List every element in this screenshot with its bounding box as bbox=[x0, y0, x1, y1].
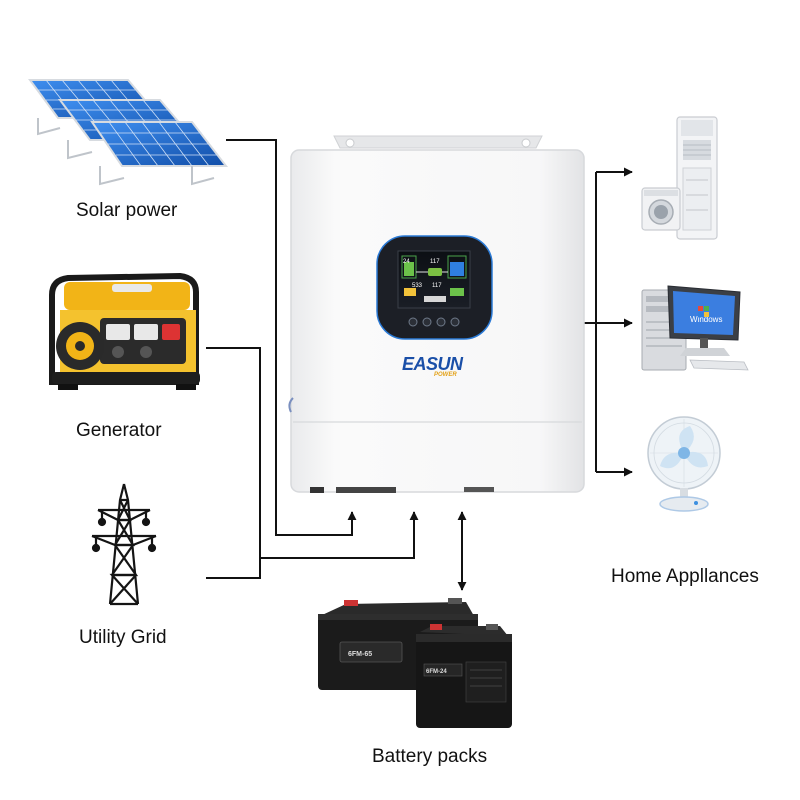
solar-panels-icon bbox=[28, 79, 229, 186]
connection-lines bbox=[206, 139, 633, 591]
grid-connection bbox=[206, 558, 261, 579]
washing-machine-icon bbox=[641, 187, 681, 231]
lcd-segments bbox=[401, 255, 467, 302]
inverter-buttons bbox=[408, 317, 460, 327]
solar-connection bbox=[226, 139, 357, 536]
easun-logo: EASUN POWER bbox=[402, 354, 465, 378]
lcd-readout-2: 117 bbox=[430, 259, 440, 265]
utility-grid-label: Utility Grid bbox=[79, 627, 167, 648]
lcd-readout-4: 117 bbox=[432, 283, 442, 289]
monitor-os-label: Windows bbox=[690, 315, 722, 324]
svg-text:EASUN: EASUN bbox=[402, 354, 464, 374]
battery-packs-icon: 6FM-65 6FM-24 bbox=[318, 598, 512, 728]
generator-label: Generator bbox=[76, 420, 162, 441]
battery-packs-label: Battery packs bbox=[372, 746, 488, 767]
generator-icon bbox=[49, 272, 200, 390]
lcd-readout-3: 533 bbox=[412, 283, 423, 289]
air-conditioner-icon bbox=[676, 116, 718, 240]
fan-icon bbox=[647, 416, 721, 512]
computer-icon: Windows bbox=[641, 285, 749, 371]
utility-tower-icon bbox=[91, 483, 157, 606]
lcd-readout-1: 24 bbox=[403, 259, 410, 265]
battery-model-1: 6FM-65 bbox=[348, 651, 372, 658]
inverter-unit: 24 117 533 117 EASUN POWER bbox=[288, 135, 585, 493]
home-appliances-label: Home Appllances bbox=[611, 566, 759, 587]
svg-text:POWER: POWER bbox=[434, 372, 457, 378]
solar-power-label: Solar power bbox=[76, 200, 178, 221]
battery-model-2: 6FM-24 bbox=[426, 669, 447, 675]
